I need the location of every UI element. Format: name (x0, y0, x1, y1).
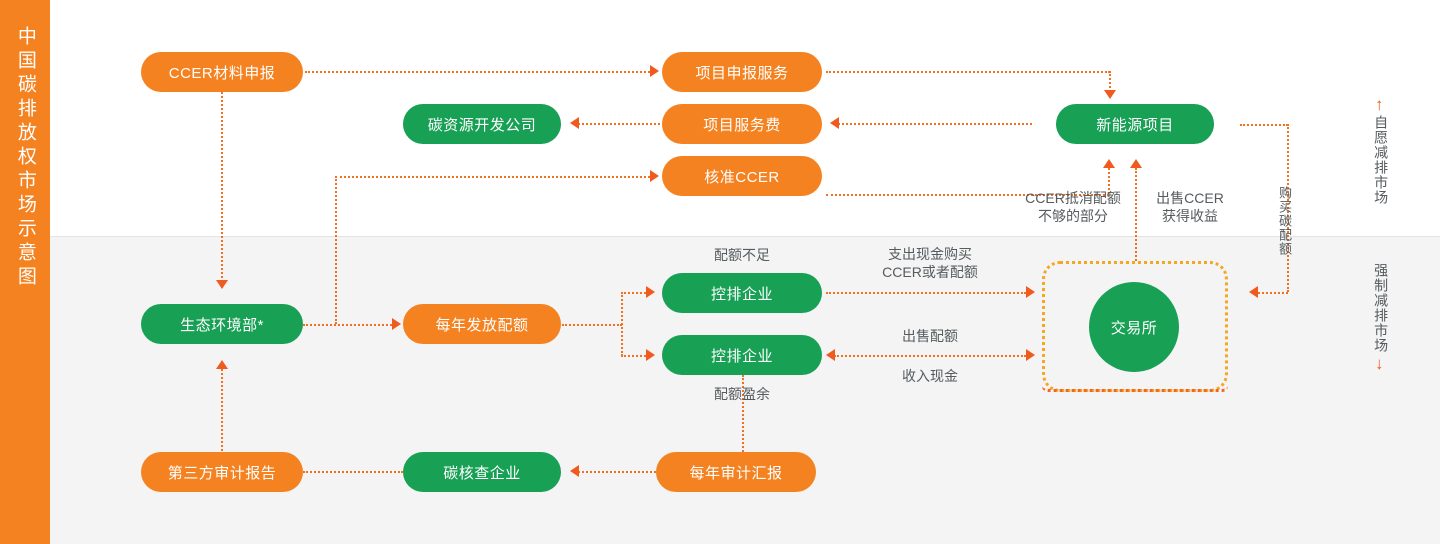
arrowhead-controlled-enterprise-1 (646, 286, 655, 298)
arrowhead-exchange-sell-quota (1026, 349, 1035, 361)
connector-exchange-to-newenergy (1135, 168, 1137, 261)
node-carbon-verification-company-label: 碳核查企业 (443, 464, 521, 482)
arrowhead-approve-ccer (650, 170, 659, 182)
connector-newenergy-buyquota-v (1287, 124, 1289, 292)
connector-quota-to-ent2 (621, 355, 646, 357)
node-project-service-fee[interactable]: 项目服务费 (662, 104, 822, 144)
connector-fee-to-dev (578, 123, 660, 125)
edge-label-sell-ccer: 出售CCER 获得收益 (1144, 189, 1236, 225)
voluntary-market-up-arrow: ↑ (1375, 95, 1384, 114)
arrowhead-newenergy-top (1104, 90, 1116, 99)
node-project-declaration-service-label: 项目申报服务 (695, 64, 789, 82)
arrowhead-verification-company (570, 465, 579, 477)
arrowhead-declaration (650, 65, 659, 77)
edge-label-sell-ccer-line2: 获得收益 (1162, 208, 1218, 224)
arrowhead-newenergy-ccer-offset (1103, 159, 1115, 168)
connector-audit-to-verification (578, 471, 656, 473)
arrowhead-eco-ministry-bottom (216, 360, 228, 369)
connector-buyquota-to-exchange (1258, 292, 1288, 294)
connector-ccer-to-declaration (305, 71, 650, 73)
node-new-energy-project[interactable]: 新能源项目 (1056, 104, 1214, 144)
connector-quota-trunk (562, 324, 622, 326)
node-carbon-resource-dev[interactable]: 碳资源开发公司 (403, 104, 561, 144)
arrowhead-exchange-pay-cash (1026, 286, 1035, 298)
node-new-energy-project-label: 新能源项目 (1096, 116, 1174, 134)
edge-label-receive-cash: 收入现金 (902, 368, 958, 384)
connector-newenergy-buyquota-h (1240, 124, 1288, 126)
node-approve-ccer[interactable]: 核准CCER (662, 156, 822, 196)
connector-verification-to-report (303, 471, 403, 473)
arrowhead-controlled-enterprise-2-cash (826, 349, 835, 361)
node-approve-ccer-label: 核准CCER (704, 168, 780, 186)
node-third-party-audit-report-label: 第三方审计报告 (167, 464, 277, 482)
node-controlled-enterprise-2-label: 控排企业 (710, 347, 773, 365)
arrowhead-exchange-buy-quota (1249, 286, 1258, 298)
node-carbon-verification-company[interactable]: 碳核查企业 (403, 452, 561, 492)
node-annual-audit-report-label: 每年审计汇报 (689, 464, 783, 482)
voluntary-market-label: 自愿减排市场 (1373, 115, 1390, 205)
mandatory-market-label: 强制减排市场 (1373, 263, 1390, 353)
connector-ent2-to-annual-audit (742, 375, 744, 452)
node-controlled-enterprise-1[interactable]: 控排企业 (662, 273, 822, 313)
node-eco-ministry[interactable]: 生态环境部* (141, 304, 303, 344)
arrowhead-project-fee (830, 117, 839, 129)
node-eco-ministry-label: 生态环境部* (180, 316, 264, 334)
node-carbon-resource-dev-label: 碳资源开发公司 (427, 116, 537, 134)
node-annual-audit-report[interactable]: 每年审计汇报 (656, 452, 816, 492)
edge-label-ccer-offset: CCER抵消配额 不够的部分 (1008, 189, 1138, 225)
connector-approve-to-newenergy-h (826, 194, 1109, 196)
connector-eco-to-approve-v (335, 176, 337, 324)
edge-label-pay-cash-buy-line1: 支出现金购买 (888, 246, 972, 262)
connector-newenergy-to-fee (838, 123, 1032, 125)
node-annual-quota-label: 每年发放配额 (435, 316, 529, 334)
page-title: 中国碳排放权市场示意图 (14, 26, 36, 290)
node-exchange-label: 交易所 (1110, 319, 1158, 337)
node-ccer-material[interactable]: CCER材料申报 (141, 52, 303, 92)
connector-report-to-eco (221, 369, 223, 451)
edge-label-ccer-offset-line1: CCER抵消配额 (1025, 190, 1121, 206)
edge-label-sell-ccer-line1: 出售CCER (1156, 190, 1224, 206)
node-controlled-enterprise-1-label: 控排企业 (710, 285, 773, 303)
connector-ent2-exchange (834, 355, 1026, 357)
connector-declaration-to-newenergy-v (1109, 71, 1111, 92)
connector-declaration-to-newenergy-h (826, 71, 1110, 73)
arrowhead-eco-ministry-top (216, 280, 228, 289)
connector-ent1-to-exchange (826, 292, 1026, 294)
connector-approve-to-newenergy-v (1108, 168, 1110, 194)
node-annual-quota[interactable]: 每年发放配额 (403, 304, 561, 344)
connector-quota-split-v (621, 292, 623, 356)
node-controlled-enterprise-2[interactable]: 控排企业 (662, 335, 822, 375)
connector-eco-to-approve-h (335, 176, 650, 178)
edge-label-pay-cash-buy: 支出现金购买 CCER或者配额 (860, 245, 1000, 281)
arrowhead-annual-quota (392, 318, 401, 330)
arrowhead-dev-company (570, 117, 579, 129)
edge-label-quota-surplus: 配额盈余 (714, 386, 770, 402)
connector-eco-to-quota (303, 324, 392, 326)
arrowhead-controlled-enterprise-2 (646, 349, 655, 361)
mandatory-market-down-arrow: ↓ (1375, 354, 1384, 373)
sidebar: 中国碳排放权市场示意图 (0, 0, 50, 544)
arrowhead-newenergy-sell-ccer (1130, 159, 1142, 168)
node-project-declaration-service[interactable]: 项目申报服务 (662, 52, 822, 92)
exchange-boundary (1042, 261, 1228, 392)
node-exchange[interactable]: 交易所 (1089, 282, 1179, 372)
connector-quota-to-ent1 (621, 292, 646, 294)
edge-label-ccer-offset-line2: 不够的部分 (1038, 208, 1108, 224)
edge-label-pay-cash-buy-line2: CCER或者配额 (882, 264, 978, 280)
edge-label-quota-shortage: 配额不足 (714, 247, 770, 263)
node-project-service-fee-label: 项目服务费 (703, 116, 781, 134)
node-ccer-material-label: CCER材料申报 (168, 64, 276, 82)
node-third-party-audit-report[interactable]: 第三方审计报告 (141, 452, 303, 492)
connector-ccer-to-eco (221, 92, 223, 282)
edge-label-buy-carbon-quota: 购买碳配额 (1276, 186, 1292, 256)
edge-label-sell-quota: 出售配额 (902, 328, 958, 344)
